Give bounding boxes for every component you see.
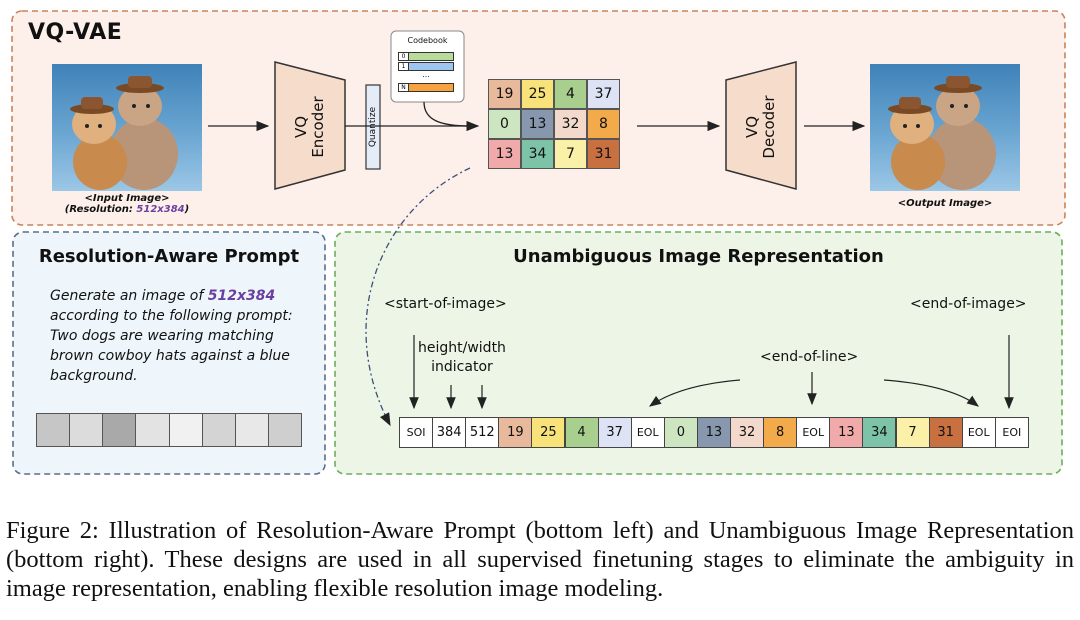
codebook-vector-0 — [409, 52, 454, 61]
arrow-eol-right — [883, 379, 979, 407]
sequence-token: EOL — [961, 417, 996, 448]
prompt-token — [70, 413, 104, 447]
end-of-line-label: <end-of-line> — [760, 349, 859, 365]
grid-token: 32 — [554, 109, 587, 139]
vq-encoder-label: VQ Encoder — [292, 67, 327, 187]
sequence-token: EOL — [630, 417, 665, 448]
prompt-token — [136, 413, 170, 447]
codebook-ellipsis: ... — [422, 70, 430, 79]
input-image — [52, 64, 202, 191]
sequence-token: 31 — [928, 417, 963, 448]
vq-encoder-shape — [274, 61, 346, 190]
sequence-token: 25 — [531, 417, 566, 448]
output-image-caption: <Output Image> — [897, 198, 993, 209]
sequence-token: 8 — [763, 417, 798, 448]
vq-decoder-label: VQ Decoder — [743, 67, 778, 187]
codebook-index-n: N — [398, 83, 409, 92]
prompt-text-before: Generate an image of — [50, 288, 208, 304]
grid-token: 13 — [488, 139, 521, 169]
start-of-image-label: <start-of-image> — [384, 296, 507, 312]
sequence-token: EOL — [796, 417, 831, 448]
quantize-box — [365, 84, 381, 170]
prompt-resolution: 512x384 — [207, 288, 276, 304]
resolution-value: 512x384 — [136, 204, 185, 215]
sequence-token: 37 — [597, 417, 632, 448]
grid-token: 7 — [554, 139, 587, 169]
input-image-caption: <Input Image> (Resolution: 512x384) — [52, 193, 202, 215]
prompt-text: Generate an image of 512x384 according t… — [50, 286, 305, 386]
codebook-row-1: 1 — [398, 62, 454, 71]
resolution-prefix: (Resolution: — [64, 204, 137, 215]
sequence-token: 13 — [829, 417, 864, 448]
codebook-row-0: 0 — [398, 52, 454, 61]
arrow-codebook-to-grid — [423, 101, 471, 127]
sequence-token: 0 — [663, 417, 698, 448]
sequence-token: 7 — [895, 417, 930, 448]
grid-token: 34 — [521, 139, 554, 169]
hw-indicator-label: height/width indicator — [418, 339, 506, 377]
resolution-suffix: ) — [184, 204, 190, 215]
sequence-token: EOI — [994, 417, 1029, 448]
hw-label-line1: height/width — [418, 340, 506, 356]
codebook-title: Codebook — [407, 36, 448, 45]
sequence-token: 384 — [432, 417, 467, 448]
prompt-token — [103, 413, 137, 447]
grid-token: 0 — [488, 109, 521, 139]
arrow-grid-to-sequence — [365, 167, 471, 427]
encoder-line2: Encoder — [309, 96, 327, 158]
sequence-token: 4 — [564, 417, 599, 448]
repr-panel — [334, 231, 1063, 475]
prompt-token — [169, 413, 203, 447]
input-caption-text: <Input Image> — [84, 193, 170, 204]
prompt-token — [36, 413, 71, 447]
sequence-token: 13 — [696, 417, 731, 448]
vqvae-title: VQ-VAE — [28, 20, 123, 45]
output-image — [870, 64, 1020, 191]
dogs-illustration — [70, 76, 178, 190]
codebook-vector-1 — [409, 62, 454, 71]
decoder-line2: Decoder — [760, 95, 778, 159]
codebook-row-n: N — [398, 83, 454, 92]
arrow-eol-left — [649, 379, 741, 407]
sequence-token: 19 — [498, 417, 533, 448]
prompt-token — [268, 413, 302, 447]
dogs-illustration-output — [888, 76, 996, 190]
sequence-token: 512 — [465, 417, 500, 448]
grid-token: 19 — [488, 79, 521, 109]
grid-token: 13 — [521, 109, 554, 139]
codebook-index-1: 1 — [398, 62, 409, 71]
resolution-line: (Resolution: 512x384) — [52, 204, 202, 215]
prompt-text-after: according to the following prompt: Two d… — [50, 308, 293, 384]
codebook-vector-n — [409, 83, 454, 92]
sequence-token: 32 — [730, 417, 765, 448]
grid-token: 4 — [554, 79, 587, 109]
sequence-token: SOI — [399, 417, 434, 448]
quantize-label: Quantize — [368, 106, 378, 148]
decoder-line1: VQ — [743, 115, 761, 139]
prompt-token — [235, 413, 269, 447]
grid-token: 37 — [587, 79, 620, 109]
hw-label-line2: indicator — [431, 359, 493, 375]
grid-token: 31 — [587, 139, 620, 169]
codebook-index-0: 0 — [398, 52, 409, 61]
grid-token: 8 — [587, 109, 620, 139]
prompt-token — [202, 413, 236, 447]
sequence-token: 34 — [862, 417, 897, 448]
prompt-token-bar — [36, 413, 302, 447]
grid-token: 25 — [521, 79, 554, 109]
figure-caption: Figure 2: Illustration of Resolution-Awa… — [6, 517, 1074, 602]
end-of-image-label: <end-of-image> — [910, 296, 1027, 312]
repr-panel-title: Unambiguous Image Representation — [513, 246, 884, 267]
vq-decoder-shape — [725, 61, 797, 190]
prompt-panel-title: Resolution-Aware Prompt — [38, 246, 300, 267]
encoder-line1: VQ — [292, 115, 310, 139]
